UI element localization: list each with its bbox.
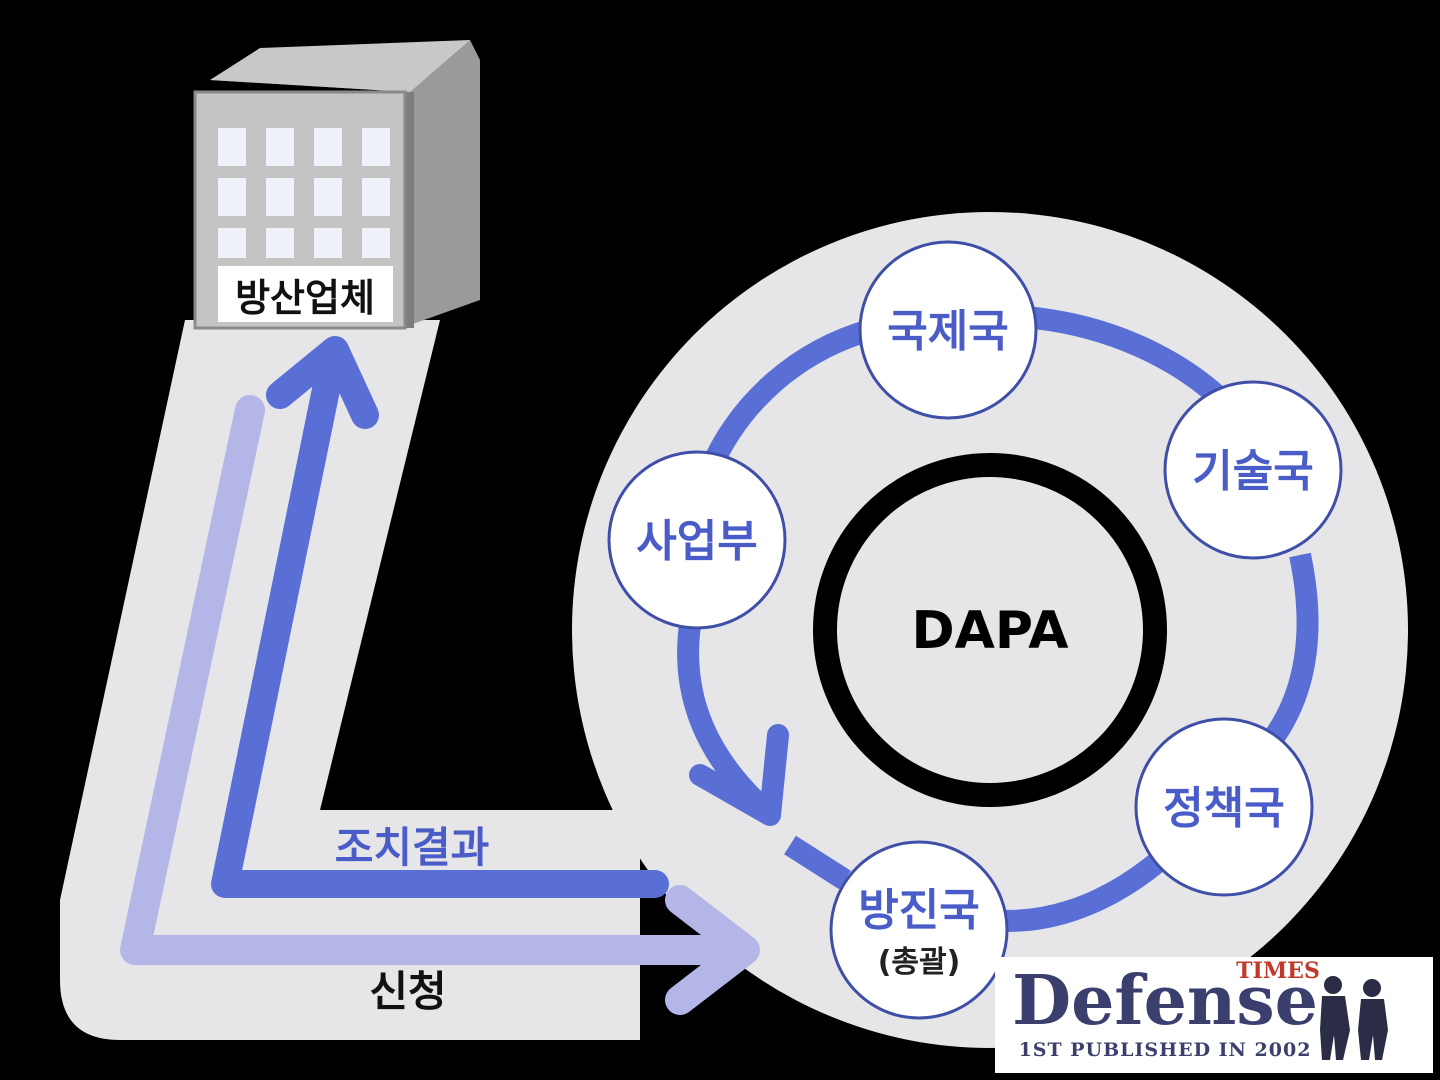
node-promotion-sub: (총괄) xyxy=(878,945,961,980)
request-label: 신청 xyxy=(369,967,446,1016)
node-policy: 정책국 xyxy=(1134,717,1314,897)
dapa-center xyxy=(813,453,1167,807)
building-icon xyxy=(193,40,480,330)
node-technology-label: 기술국 xyxy=(1192,446,1313,497)
node-business: 사업부 xyxy=(607,450,787,630)
panel-shapes xyxy=(60,212,1408,1048)
node-international: 국제국 xyxy=(858,240,1038,420)
logo-times: TIMES xyxy=(1236,958,1320,984)
center-label: DAPA xyxy=(912,601,1069,661)
result-arrow xyxy=(211,336,669,898)
node-policy-label: 정책국 xyxy=(1163,783,1284,834)
result-label: 조치결과 xyxy=(335,823,490,872)
node-technology: 기술국 xyxy=(1163,380,1343,560)
soldier-silhouette-icon xyxy=(1320,976,1388,1060)
logo-sub: 1ST PUBLISHED IN 2002 xyxy=(1019,1039,1312,1061)
logo-main: Defense xyxy=(1012,961,1318,1041)
node-promotion: 방진국 (총괄) xyxy=(829,840,1009,1020)
node-business-label: 사업부 xyxy=(636,516,757,567)
node-international-label: 국제국 xyxy=(887,306,1008,357)
node-promotion-label: 방진국 xyxy=(858,885,979,936)
defense-times-logo: TIMES Defense 1ST PUBLISHED IN 2002 xyxy=(995,957,1433,1073)
request-arrow xyxy=(120,395,760,1015)
building-label: 방산업체 xyxy=(235,276,375,320)
